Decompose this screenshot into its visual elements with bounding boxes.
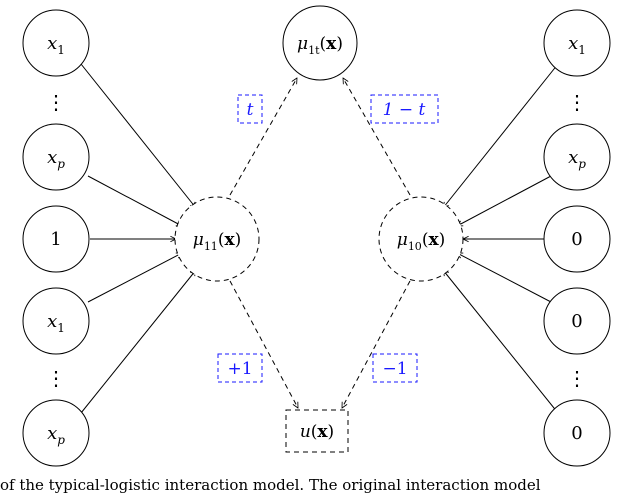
svg-text:−1: −1	[382, 359, 407, 379]
right-edges	[443, 63, 559, 414]
svg-text:1: 1	[50, 229, 61, 250]
svg-text:x1: x1	[568, 33, 586, 57]
edge-left-7	[80, 270, 196, 414]
weight-labels: t 1 − t +1 −1	[217, 94, 439, 383]
svg-text:μ1t(x): μ1t(x)	[297, 34, 343, 57]
edge-right-1	[443, 63, 559, 208]
edge-control-to-top	[343, 78, 411, 196]
edge-control-to-bottom	[342, 280, 411, 408]
right-input-node-1: x1	[543, 9, 611, 77]
right-input-node-5: 0	[543, 287, 611, 355]
svg-text:1 − t: 1 − t	[383, 100, 426, 120]
control-node: μ10(x)	[378, 196, 464, 282]
left-input-node-1: x1	[22, 9, 90, 77]
svg-text:0: 0	[571, 423, 582, 444]
left-vdots-1: ⋮	[46, 90, 66, 114]
right-vdots-2: ⋮	[567, 366, 587, 390]
svg-text:u(x): u(x)	[300, 422, 334, 442]
weight-label-bottom-left: +1	[217, 353, 263, 383]
top-node: μ1t(x)	[282, 5, 358, 81]
right-input-node-3: xp	[543, 123, 611, 191]
bottom-node: u(x)	[285, 409, 349, 453]
svg-text:xp: xp	[47, 147, 65, 171]
right-input-node-7: 0	[543, 399, 611, 467]
left-edges	[80, 63, 196, 414]
edge-treated-to-top	[229, 78, 297, 196]
left-input-node-7: xp	[22, 399, 90, 467]
left-input-column: x1 ⋮ xp 1 x1 ⋮ xp	[22, 9, 90, 467]
left-input-node-5: x1	[22, 287, 90, 355]
svg-text:xp: xp	[568, 147, 586, 171]
svg-text:+1: +1	[227, 359, 252, 379]
left-input-node-4: 1	[22, 205, 90, 273]
right-input-column: x1 ⋮ xp 0 0 ⋮ 0	[543, 9, 611, 467]
svg-text:μ10(x): μ10(x)	[397, 230, 445, 253]
weight-label-bottom-right: −1	[372, 353, 418, 383]
figure-caption: of the typical-logistic interaction mode…	[0, 476, 541, 494]
weight-label-top-left: t	[237, 94, 263, 124]
treated-node: μ11(x)	[174, 196, 260, 282]
right-input-node-4: 0	[543, 205, 611, 273]
edge-right-5	[457, 252, 552, 303]
svg-text:x1: x1	[47, 33, 65, 57]
svg-text:0: 0	[571, 311, 582, 332]
right-vdots-1: ⋮	[567, 90, 587, 114]
left-input-node-3: xp	[22, 123, 90, 191]
edge-left-3	[87, 175, 182, 227]
svg-text:xp: xp	[47, 423, 65, 447]
svg-text:t: t	[247, 100, 254, 120]
svg-text:0: 0	[571, 229, 582, 250]
weight-label-top-right: 1 − t	[370, 94, 439, 124]
dashed-edges	[229, 78, 411, 408]
edge-treated-to-bottom	[229, 280, 298, 408]
edge-left-1	[80, 63, 196, 208]
network-diagram: x1 ⋮ xp 1 x1 ⋮ xp x1 ⋮ xp	[22, 5, 611, 467]
svg-text:x1: x1	[47, 311, 65, 335]
edge-right-3	[457, 175, 552, 227]
edge-right-7	[443, 270, 559, 414]
svg-text:μ11(x): μ11(x)	[193, 230, 241, 253]
edge-left-5	[87, 252, 182, 303]
left-vdots-2: ⋮	[46, 366, 66, 390]
